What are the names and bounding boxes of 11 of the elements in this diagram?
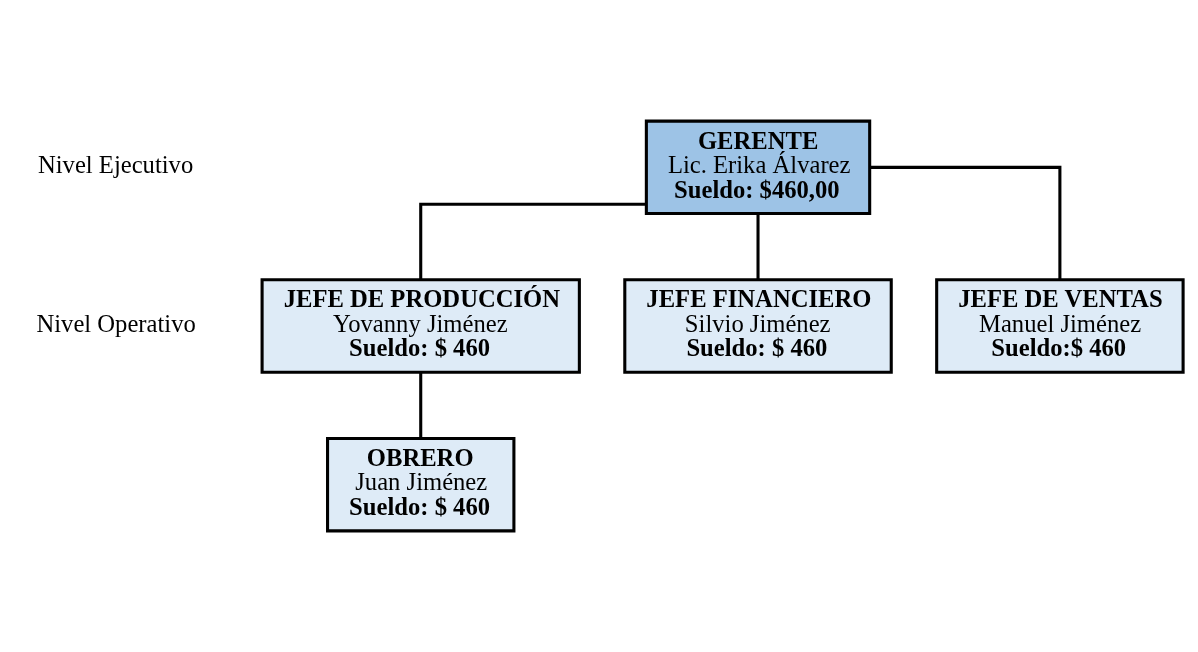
node-box: OBRERO Juan Jiménez Sueldo: $ 460 xyxy=(326,436,516,533)
connector xyxy=(419,202,647,280)
node-box: JEFE DE PRODUCCIÓN Yovanny Jiménez Sueldo: $ 460 xyxy=(260,278,581,374)
node-box: GERENTE Lic. Erika Álvarez Sueldo: $460,00 xyxy=(644,119,872,216)
connector xyxy=(756,213,760,280)
label: Nivel Operativo xyxy=(36,309,196,337)
connector xyxy=(419,372,423,438)
label: Nivel Ejecutivo xyxy=(38,151,194,179)
connector xyxy=(870,165,1062,280)
node-box: JEFE FINANCIERO Silvio Jiménez Sueldo: $ 460 xyxy=(623,278,893,374)
node-box: JEFE DE VENTAS Manuel Jiménez Sueldo:$ 460 xyxy=(935,278,1185,374)
